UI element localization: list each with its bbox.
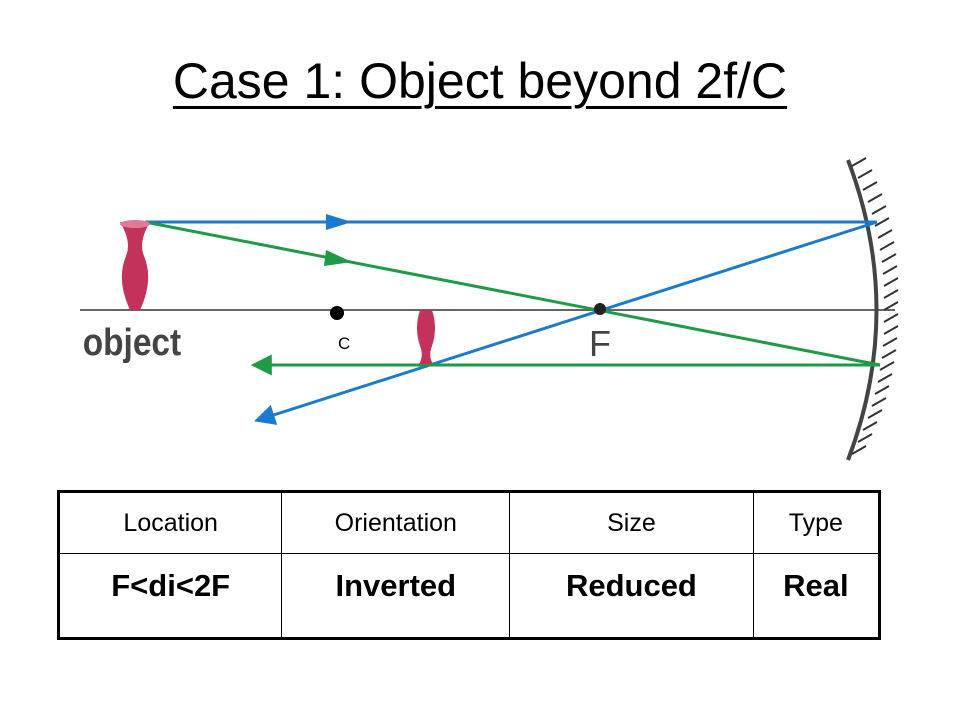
center-label: C	[338, 334, 350, 353]
value-size: Reduced	[509, 553, 754, 639]
value-location: F<di<2F	[57, 553, 283, 639]
parallel-ray	[145, 214, 878, 425]
object-label: object	[83, 321, 182, 363]
focal-ray	[144, 220, 881, 376]
table-row: F<di<2F Inverted Reduced Real	[57, 553, 881, 639]
header-location: Location	[57, 491, 283, 554]
ray-diagram: object C F	[80, 157, 899, 461]
value-orientation: Inverted	[281, 553, 511, 639]
table-header-row: Location Orientation Size Type	[57, 491, 881, 554]
header-size: Size	[509, 491, 754, 554]
value-type: Real	[752, 553, 881, 639]
center-of-curvature-point	[330, 306, 344, 320]
concave-mirror	[846, 157, 899, 461]
focal-point	[594, 303, 606, 315]
image-vase	[417, 310, 435, 364]
header-orientation: Orientation	[281, 491, 511, 554]
focal-label: F	[589, 323, 611, 364]
header-type: Type	[752, 491, 881, 554]
image-properties-table: Location Orientation Size Type F<di<2F I…	[57, 490, 881, 640]
slide-title: Case 1: Object beyond 2f/C	[172, 53, 788, 109]
object-vase	[120, 220, 150, 310]
